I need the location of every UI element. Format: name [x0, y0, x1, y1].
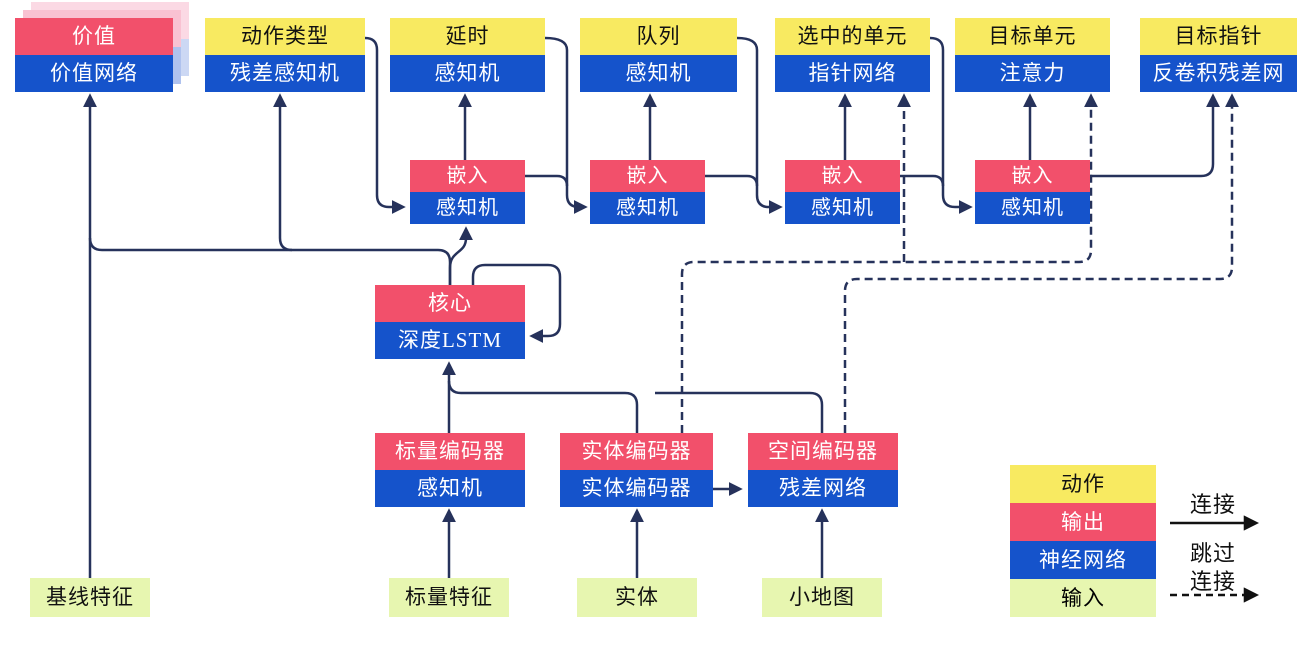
scalar-encoder-top: 标量编码器 [375, 433, 525, 470]
input-minimap: 小地图 [762, 578, 882, 617]
legend-action-swatch: 动作 [1010, 465, 1156, 503]
core-top: 核心 [375, 285, 525, 322]
edge-action-type-to-embed1 [364, 36, 406, 214]
legend-network-swatch: 神经网络 [1010, 541, 1156, 579]
node-action-type: 动作类型 残差感知机 [205, 18, 365, 92]
node-embed1: 嵌入 感知机 [410, 160, 525, 224]
edge-embed4-to-target-point [1090, 93, 1220, 178]
node-embed4: 嵌入 感知机 [975, 160, 1090, 224]
core-bottom: 深度LSTM [375, 322, 525, 359]
edge-embed3-out [900, 174, 945, 187]
embed3-top: 嵌入 [785, 160, 900, 192]
edge-skip-spatial-encoder [843, 93, 1239, 433]
edge-core-to-embed1 [448, 226, 473, 288]
delay-bottom: 感知机 [390, 55, 545, 92]
node-value: 价值 价值网络 [15, 18, 173, 92]
legend-input-swatch: 输入 [1010, 579, 1156, 617]
edge-embed1-out [525, 174, 569, 187]
embed2-top: 嵌入 [590, 160, 705, 192]
edge-bus-to-action-type [273, 93, 293, 252]
legend-skip-label-line1: 跳过 [1189, 541, 1236, 566]
value-top: 价值 [15, 18, 173, 55]
value-bottom: 价值网络 [15, 55, 173, 92]
node-entity-encoder: 实体编码器 实体编码器 [560, 433, 713, 507]
queue-top: 队列 [580, 18, 737, 55]
target-point-top: 目标指针 [1140, 18, 1297, 55]
target-unit-top: 目标单元 [955, 18, 1110, 55]
edge-spatial-encoder-bus [655, 391, 824, 433]
legend-skip-label-line2: 连接 [1189, 569, 1236, 594]
node-delay: 延时 感知机 [390, 18, 545, 92]
delay-top: 延时 [390, 18, 545, 55]
node-queue: 队列 感知机 [580, 18, 737, 92]
embed2-bottom: 感知机 [590, 192, 705, 224]
target-point-bottom: 反卷积残差网 [1140, 55, 1297, 92]
edge-queue-to-embed3 [736, 36, 783, 214]
action-type-top: 动作类型 [205, 18, 365, 55]
embed1-bottom: 感知机 [410, 192, 525, 224]
entity-encoder-top: 实体编码器 [560, 433, 713, 470]
node-embed3: 嵌入 感知机 [785, 160, 900, 224]
spatial-encoder-bottom: 残差网络 [748, 470, 898, 507]
edge-core-output-bus [88, 237, 452, 288]
legend-output-swatch: 输出 [1010, 503, 1156, 541]
node-target-point: 目标指针 反卷积残差网 [1140, 18, 1297, 92]
scalar-encoder-bottom: 感知机 [375, 470, 525, 507]
node-selected-units: 选中的单元 指针网络 [775, 18, 930, 92]
legend-connection-label: 连接 [1189, 492, 1236, 517]
node-spatial-encoder: 空间编码器 残差网络 [748, 433, 898, 507]
embed4-bottom: 感知机 [975, 192, 1090, 224]
queue-bottom: 感知机 [580, 55, 737, 92]
edge-skip-entity-encoder [680, 93, 1098, 433]
embed4-top: 嵌入 [975, 160, 1090, 192]
entity-encoder-bottom: 实体编码器 [560, 470, 713, 507]
edge-embed2-out [705, 174, 759, 187]
input-baseline-features: 基线特征 [30, 578, 150, 617]
spatial-encoder-top: 空间编码器 [748, 433, 898, 470]
edge-entity-encoder-bus [447, 380, 639, 433]
edge-selected-units-to-embed4 [929, 36, 973, 214]
action-type-bottom: 残差感知机 [205, 55, 365, 92]
node-target-unit: 目标单元 注意力 [955, 18, 1110, 92]
node-core: 核心 深度LSTM [375, 285, 525, 359]
target-unit-bottom: 注意力 [955, 55, 1110, 92]
edge-core-recurrent-loop [471, 263, 562, 343]
edge-delay-to-embed2 [544, 36, 588, 214]
legend: 动作 输出 神经网络 输入 [1010, 465, 1156, 617]
node-embed2: 嵌入 感知机 [590, 160, 705, 224]
embed3-bottom: 感知机 [785, 192, 900, 224]
embed1-top: 嵌入 [410, 160, 525, 192]
selected-units-bottom: 指针网络 [775, 55, 930, 92]
node-scalar-encoder: 标量编码器 感知机 [375, 433, 525, 507]
selected-units-top: 选中的单元 [775, 18, 930, 55]
input-entities: 实体 [577, 578, 697, 617]
input-scalar-features: 标量特征 [389, 578, 509, 617]
